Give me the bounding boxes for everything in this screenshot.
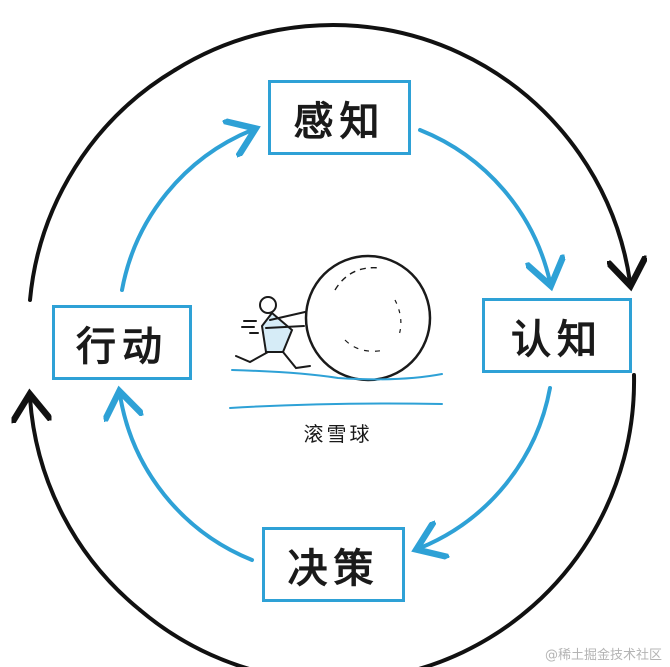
watermark: @稀土掘金技术社区 (545, 644, 662, 663)
inner-arrow-perception-to-cognition (420, 130, 550, 282)
node-action-label: 行动 (76, 314, 168, 372)
node-decision: 决策 (262, 527, 405, 602)
center-caption: 滚雪球 (268, 418, 408, 447)
inner-arrow-action-to-perception (122, 130, 252, 290)
node-perception-label: 感知 (294, 89, 386, 147)
outer-arc-top-left (30, 70, 175, 300)
inner-arrow-cognition-to-decision (420, 388, 550, 548)
ground-lines (230, 370, 442, 408)
outer-arc-left (30, 398, 140, 610)
node-cognition-label: 认知 (511, 307, 603, 365)
node-cognition: 认知 (482, 298, 632, 373)
snowball (306, 256, 430, 380)
node-action: 行动 (52, 305, 192, 380)
node-decision-label: 决策 (288, 536, 380, 594)
inner-arrow-decision-to-action (120, 395, 252, 560)
snowball-illustration (306, 256, 430, 380)
person-figure (236, 297, 310, 368)
node-perception: 感知 (268, 80, 411, 155)
